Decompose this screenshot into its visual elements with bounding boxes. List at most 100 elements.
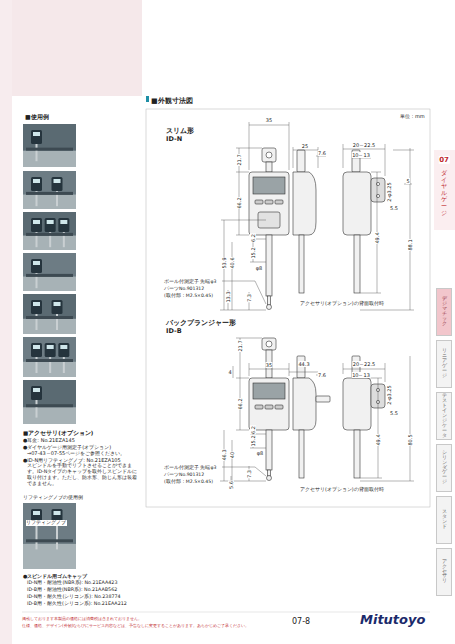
dimension-value: 21.7: [236, 154, 242, 166]
header-mark: [146, 96, 149, 102]
dimension-value: 40: [229, 451, 235, 458]
dimension-value: 35: [265, 117, 272, 123]
dimension-value: 7.3: [246, 294, 252, 303]
label-text: ■使用例: [25, 113, 49, 120]
dimension-value: 49.4: [375, 434, 381, 446]
dimension-value: 15.2: [250, 435, 256, 447]
index-tab: デジマチック: [436, 288, 452, 336]
back-body: [343, 378, 371, 430]
label-text: ■外観寸法図: [151, 97, 193, 105]
dimension-value: 49.4: [374, 232, 380, 244]
dimension-value: 46.3: [221, 449, 227, 461]
label-text: ●スピンドル用ゴムキャップ: [23, 573, 87, 579]
tab-label: テストインジケータ: [442, 394, 447, 438]
dimension-value: 21.7: [237, 340, 243, 352]
dimension-value: 44.3: [298, 361, 310, 367]
photo-column: [23, 124, 76, 569]
label-text: (取付部：M2.5×0.45): [164, 293, 213, 299]
dimension-value: 6.2: [250, 426, 256, 435]
dimension-value: 15.2: [250, 247, 256, 259]
spindle: [268, 470, 271, 476]
dimension-value: 5.6: [228, 481, 234, 490]
index-tab: テストインジケータ: [436, 392, 452, 440]
label-text: →07-43～07-55ページをご参照ください。: [27, 450, 125, 456]
label-text: ■アクセサリ(オプション): [23, 430, 93, 437]
dimension-value: 6.2: [250, 234, 256, 243]
label-text: パーツNo.901312: [164, 286, 204, 292]
dimension-value: 7.3: [246, 470, 252, 479]
label-text: バックプランジャー形: [166, 320, 236, 328]
dimension-value: 07: [439, 156, 450, 164]
button: [275, 200, 283, 204]
dimension-value: 2-φ3.25: [386, 385, 392, 405]
tab-label: アクセサリ: [442, 560, 447, 585]
dimension-value: 7.6: [318, 150, 327, 156]
label-text: ●耳金: No.21EZA145: [23, 437, 75, 443]
back-plunger: [316, 396, 330, 402]
photo: [23, 171, 76, 209]
dimension-value: 53.9: [221, 257, 227, 269]
label-text: (取付部：M2.5×0.45): [164, 479, 213, 485]
label-text: アクセサリ(オプション)の背面取付時: [300, 487, 384, 493]
body: [249, 172, 289, 235]
side-stem: [299, 235, 304, 293]
id-n-figures: [249, 148, 385, 310]
pink-band: [0, 0, 142, 96]
tab-label: デジマチック: [442, 297, 447, 327]
dimension-value: 10～13: [352, 372, 371, 378]
label-text: 単位：mm: [400, 113, 425, 119]
button: [275, 405, 283, 409]
id-b-figures: [249, 338, 385, 481]
stem: [266, 350, 272, 378]
body: [249, 378, 289, 430]
label-text: ダイヤルゲージ: [441, 170, 447, 216]
dimension-value: 20～22.5: [352, 361, 375, 367]
cap: [262, 338, 276, 350]
dimension-value: 7.6: [318, 372, 327, 378]
button: [265, 200, 273, 204]
accessory-lug: [371, 178, 385, 202]
chapter-tab: [434, 150, 455, 230]
label-text: 掲載しております本製品の価格には消費税は含まれておりません。: [22, 616, 142, 621]
label-text: ID-N用・耐油性(NBR系): No.21EAA423: [27, 580, 117, 586]
label-text: 07-8: [292, 617, 310, 627]
side-body: [293, 378, 316, 430]
side-cap: [297, 356, 305, 378]
dimension-value: 20～22.5: [352, 142, 375, 148]
index-tab: シリンダゲージ: [436, 444, 452, 492]
stem-lower: [266, 430, 272, 470]
spindle: [268, 296, 271, 305]
dimension-value: 13.3: [225, 291, 231, 303]
dimension-value: 2-φ3.25: [386, 182, 392, 202]
back-body: [343, 172, 371, 235]
photo: [23, 294, 76, 334]
label-text: ID-B: [166, 328, 182, 336]
lcd: [253, 177, 285, 194]
side-cap: [297, 150, 305, 172]
cap-hole: [266, 341, 272, 347]
button: [255, 200, 263, 204]
dimension-value: 5.5: [390, 205, 399, 211]
ball: [267, 305, 272, 310]
label-text: リフティングノブ: [26, 520, 67, 526]
tab-label: シリンダゲージ: [442, 451, 447, 486]
label-text: ID-N用・耐久性(シリコン系): No.238774: [27, 594, 121, 600]
back-stem: [354, 235, 360, 293]
lcd: [253, 383, 285, 399]
stem-lower: [266, 235, 272, 296]
dimension-value: 35: [265, 362, 272, 368]
label-text: パーツNo.901312: [164, 472, 204, 478]
photo: [23, 253, 76, 291]
photo: [23, 212, 76, 250]
cap-hole: [266, 152, 272, 158]
ball: [267, 476, 272, 481]
back-stem: [354, 430, 360, 478]
label-text: ●ID-N用リフティングノブ: No.21EZA105: [23, 457, 121, 463]
tab-label: スタンド: [442, 510, 447, 530]
dimension-value: 10～13: [352, 152, 371, 158]
dimension-value: φ8: [256, 450, 263, 456]
dimension-value: 5: [406, 178, 410, 184]
dimension-value: φ8: [255, 265, 262, 271]
cap: [262, 148, 276, 162]
